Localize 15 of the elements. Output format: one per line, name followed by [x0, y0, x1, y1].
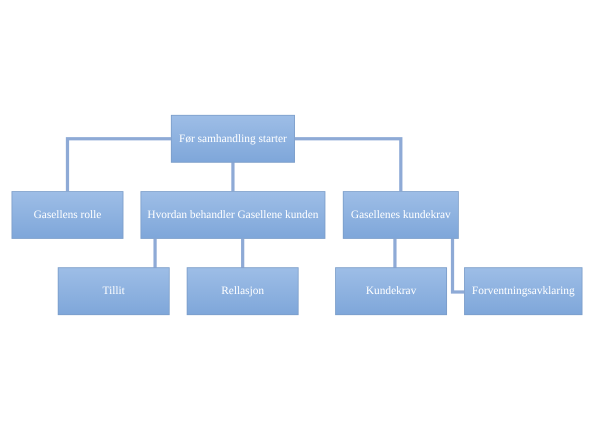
node-box: Hvordan behandler Gasellene kunden: [140, 191, 326, 239]
node-box: Tillit: [58, 267, 170, 316]
connector: [393, 238, 397, 268]
connector: [294, 137, 402, 192]
node-box: Før samhandling starter: [170, 114, 295, 163]
node-box: Forventningsavklaring: [464, 267, 582, 316]
connector: [153, 238, 157, 268]
connector: [66, 137, 172, 192]
connector: [450, 238, 464, 294]
node-box: Kundekrav: [335, 267, 448, 316]
node-box: Gasellens rolle: [12, 191, 124, 239]
connector: [231, 162, 235, 192]
connector: [241, 238, 244, 268]
node-box: Gasellenes kundekrav: [342, 191, 459, 239]
node-box: Rellasjon: [186, 267, 299, 316]
